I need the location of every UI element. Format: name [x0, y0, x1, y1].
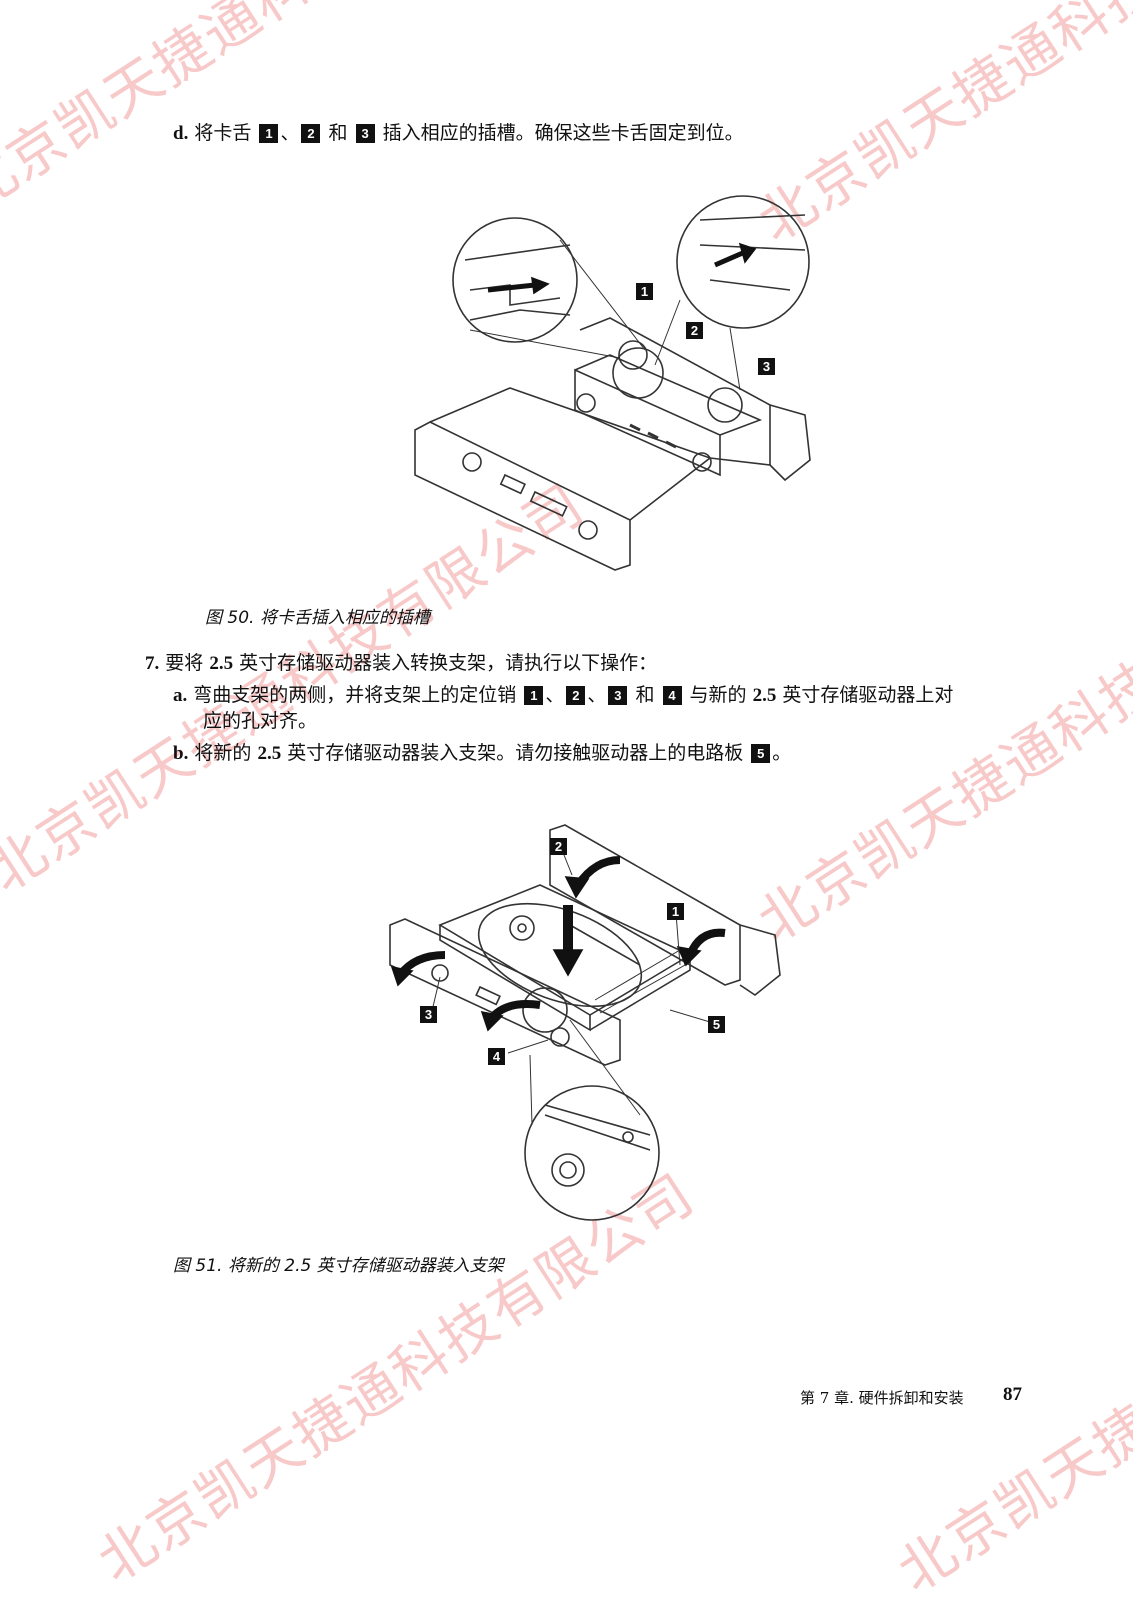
zoom-circle: [676, 195, 810, 329]
callout-badge: 4: [662, 686, 682, 705]
step-7: 7. 要将 2.5 英寸存储驱动器装入转换支架，请执行以下操作：: [145, 650, 657, 677]
step-a-text: 与新的: [689, 684, 747, 706]
step-d-label: d.: [173, 123, 189, 144]
step-a-text: 和: [635, 684, 655, 706]
step-a-text: 弯曲支架的两侧，并将支架上的定位销: [193, 684, 517, 706]
step-b-text: 将新的: [194, 742, 252, 764]
callout-badge: 5: [751, 744, 771, 763]
step-a-continuation: 应的孔对齐。: [203, 710, 318, 732]
callout-badge: 2: [301, 124, 321, 143]
callout-badge: 3: [355, 124, 375, 143]
step-d-text: 和: [328, 122, 348, 144]
footer-chapter: 第 7 章. 硬件拆卸和安装: [800, 1389, 964, 1407]
step-a: a. 弯曲支架的两侧，并将支架上的定位销 1、2、3 和 4 与新的 2.5 英…: [173, 682, 953, 709]
figure-50-caption: 图 50. 将卡舌插入相应的插槽: [205, 608, 430, 628]
zoom-circle: [452, 217, 578, 343]
step-d: d. 将卡舌 1、2 和 3 插入相应的插槽。确保这些卡舌固定到位。: [173, 120, 744, 147]
step-7-text: 英寸存储驱动器装入转换支架，请执行以下操作：: [239, 652, 658, 674]
figure-50-callout-1: 1: [636, 283, 653, 300]
step-a-text: 英寸存储驱动器上对: [782, 684, 954, 706]
figure-51-callout-4: 4: [488, 1048, 505, 1065]
step-b-size: 2.5: [257, 743, 282, 764]
figure-51-caption: 图 51. 将新的 2.5 英寸存储驱动器装入支架: [173, 1256, 504, 1276]
figure-51-callout-2: 2: [550, 838, 567, 855]
step-7-size: 2.5: [209, 653, 234, 674]
step-d-text: 插入相应的插槽。确保这些卡舌固定到位。: [382, 122, 744, 144]
step-d-text: 将卡舌: [194, 122, 252, 144]
step-7-text: 要将: [165, 652, 204, 674]
callout-badge: 2: [566, 686, 586, 705]
figure-51-callout-3: 3: [420, 1006, 437, 1023]
callout-badge: 3: [608, 686, 628, 705]
separator: 、: [545, 684, 565, 706]
step-7-number: 7.: [145, 653, 160, 674]
page-number: 87: [1003, 1384, 1022, 1405]
zoom-circle: [524, 1085, 660, 1221]
figure-50-callout-3: 3: [758, 358, 775, 375]
figure-50-illustration: [414, 195, 811, 571]
callout-badge: 1: [259, 124, 279, 143]
figure-51-callout-1: 1: [667, 903, 684, 920]
step-b: b. 将新的 2.5 英寸存储驱动器装入支架。请勿接触驱动器上的电路板 5。: [173, 740, 791, 767]
separator: 、: [587, 684, 607, 706]
step-b-text: 。: [772, 742, 792, 764]
step-a-size: 2.5: [752, 685, 777, 706]
step-b-text: 英寸存储驱动器装入支架。请勿接触驱动器上的电路板: [287, 742, 744, 764]
step-a-label: a.: [173, 685, 188, 706]
step-b-label: b.: [173, 743, 189, 764]
separator: 、: [280, 122, 300, 144]
figure-51-callout-5: 5: [708, 1016, 725, 1033]
callout-badge: 1: [524, 686, 544, 705]
figure-50-callout-2: 2: [686, 322, 703, 339]
figure-51-illustration: [389, 824, 781, 1221]
